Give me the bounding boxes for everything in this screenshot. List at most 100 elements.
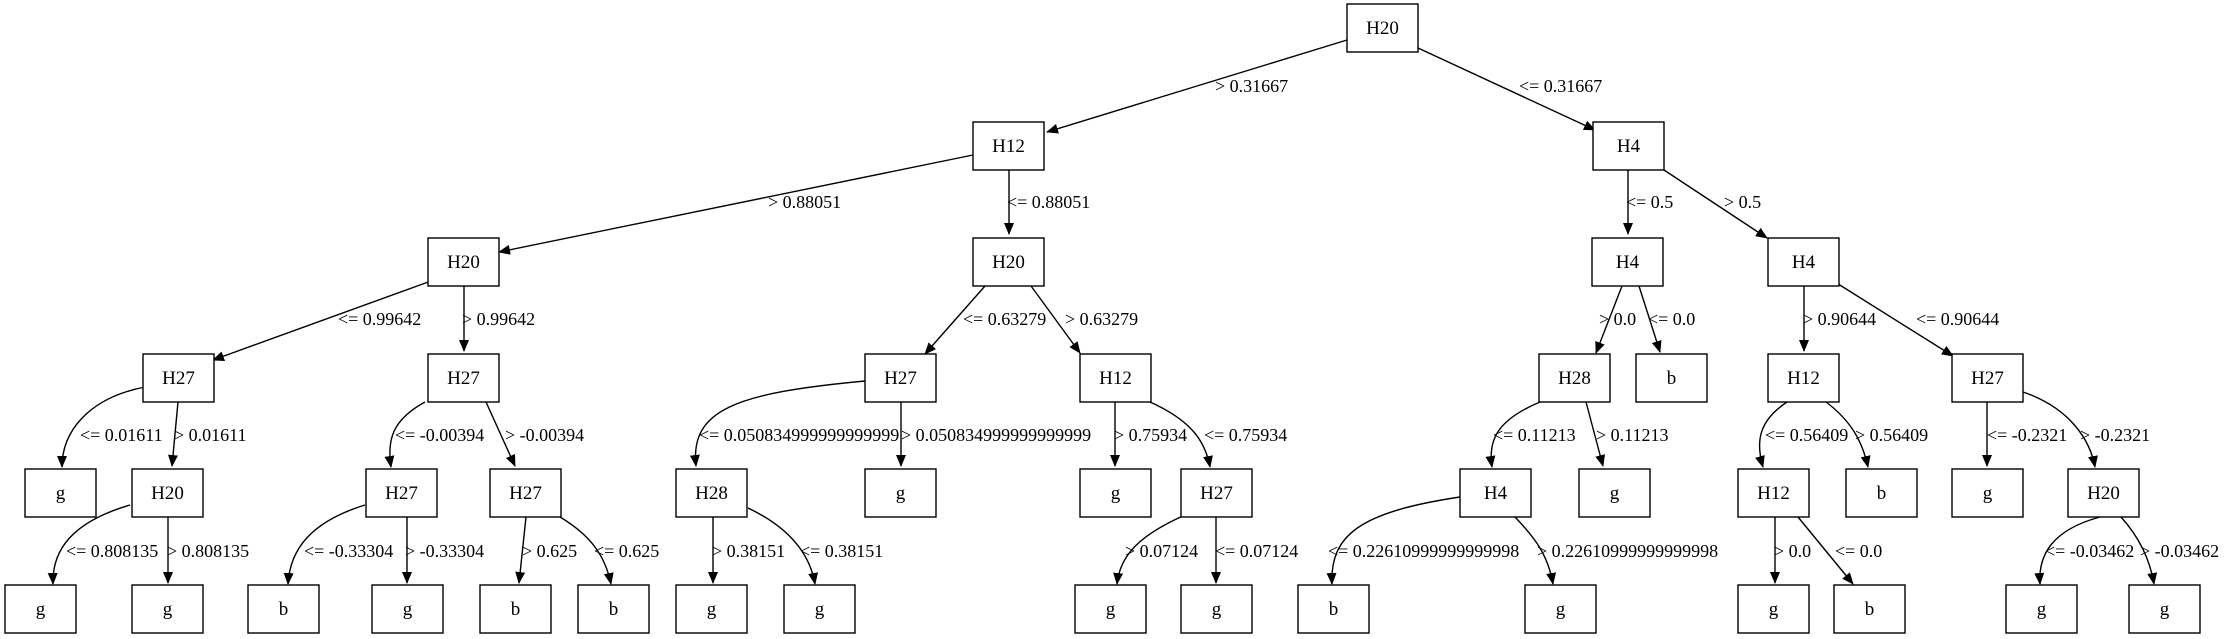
tree-edge: > -0.00394 <box>485 401 584 467</box>
edge-label: > 0.01611 <box>174 425 246 445</box>
node-label: g <box>403 599 413 620</box>
tree-edge: <= -0.03462 <box>2034 516 2134 585</box>
tree-node: H4 <box>1592 121 1665 171</box>
tree-node: g <box>1074 584 1147 634</box>
node-label: H20 <box>2087 483 2120 504</box>
tree-edge: <= 0.5 <box>1623 170 1673 235</box>
tree-edge: <= 0.050834999999999999 <box>689 380 899 467</box>
node-label: g <box>56 483 66 504</box>
edge-label: > 0.0 <box>1599 309 1636 329</box>
tree-node: H12 <box>972 121 1045 171</box>
node-label: b <box>1877 483 1887 504</box>
edge-label: <= 0.99642 <box>338 309 421 329</box>
edge-label: > 0.99642 <box>462 309 535 329</box>
node-label: g <box>2037 599 2047 620</box>
node-label: H28 <box>1558 368 1591 389</box>
node-label: g <box>707 599 717 620</box>
tree-edge: > 0.5 <box>1663 169 1768 239</box>
tree-edge: <= 0.38151 <box>747 507 883 585</box>
tree-node: g <box>1578 468 1651 518</box>
node-label: H27 <box>1971 368 2004 389</box>
node-label: g <box>2160 599 2170 620</box>
tree-node: H27 <box>142 353 215 403</box>
nodes: H20 H12 H4 H20 H20 H4 H4 H27 H27 H27 H12… <box>4 3 2201 634</box>
tree-node: H20 <box>2067 468 2140 518</box>
edge-label: <= 0.75934 <box>1204 425 1287 445</box>
edge-label: > 0.0 <box>1774 541 1811 561</box>
tree-edge: <= 0.75934 <box>1149 401 1287 468</box>
node-label: H27 <box>884 368 917 389</box>
tree-node: g <box>1951 468 2024 518</box>
tree-edge: <= 0.88051 <box>1004 170 1090 235</box>
node-label: H4 <box>1616 252 1640 273</box>
node-label: b <box>1865 599 1875 620</box>
tree-edge: <= 0.0 <box>1797 516 1882 585</box>
tree-edge: <= 0.11213 <box>1485 401 1576 468</box>
tree-node: H27 <box>489 468 562 518</box>
edge-label: <= 0.625 <box>594 541 659 561</box>
tree-node: H12 <box>1079 353 1152 403</box>
tree-edge: > 0.88051 <box>498 154 974 255</box>
tree-edge: <= 0.0 <box>1638 285 1695 353</box>
node-label: H12 <box>1787 368 1820 389</box>
node-label: H28 <box>695 483 728 504</box>
edge-label: <= 0.050834999999999999 <box>699 425 899 445</box>
tree-node: H28 <box>1538 353 1611 403</box>
tree-edge: > 0.808135 <box>163 517 249 584</box>
tree-edge: > 0.22610999999999998 <box>1514 516 1718 585</box>
edge-label: > 0.56409 <box>1855 425 1928 445</box>
node-label: H12 <box>1099 368 1132 389</box>
edges: > 0.31667 <= 0.31667 > 0.88051 <= 0.8805… <box>47 39 2219 585</box>
tree-node: g <box>864 468 937 518</box>
tree-node: g <box>1737 584 1810 634</box>
tree-edge: <= 0.22610999999999998 <box>1326 496 1519 585</box>
tree-node: H20 <box>427 237 500 287</box>
edge-label: > -0.00394 <box>505 425 584 445</box>
tree-node: b <box>1845 468 1918 518</box>
node-label: H27 <box>385 483 418 504</box>
tree-node: g <box>783 584 856 634</box>
tree-edge: > 0.625 <box>515 516 577 584</box>
tree-node: H4 <box>1767 237 1840 287</box>
tree-edge: > -0.2321 <box>2022 391 2150 468</box>
edge-label: > 0.625 <box>522 541 577 561</box>
tree-edge: > 0.75934 <box>1110 402 1187 467</box>
tree-node: H27 <box>1180 468 1253 518</box>
edge-label: <= 0.07124 <box>1215 541 1298 561</box>
tree-edge: <= 0.63279 <box>924 285 1046 355</box>
edge-label: <= 0.88051 <box>1007 192 1090 212</box>
tree-node: g <box>4 584 77 634</box>
tree-node: g <box>2128 584 2201 634</box>
edge-label: <= 0.11213 <box>1493 425 1576 445</box>
node-label: g <box>1111 483 1121 504</box>
edge-label: <= 0.90644 <box>1916 309 1999 329</box>
tree-node: b <box>1635 353 1708 403</box>
tree-edge: > 0.56409 <box>1825 401 1928 468</box>
tree-node: H28 <box>675 468 748 518</box>
tree-edge: > 0.0 <box>1595 285 1636 354</box>
node-label: H27 <box>509 483 542 504</box>
tree-edge: <= -0.33304 <box>283 504 393 585</box>
node-label: H12 <box>992 136 1025 157</box>
node-label: g <box>1556 599 1566 620</box>
edge-label: > 0.050834999999999999 <box>901 425 1091 445</box>
node-label: H4 <box>1484 483 1508 504</box>
edge-label: > 0.88051 <box>768 192 841 212</box>
edge-label: > -0.2321 <box>2080 425 2150 445</box>
tree-edge: <= 0.808135 <box>47 504 158 585</box>
edge-label: > -0.33304 <box>405 541 484 561</box>
tree-node: H4 <box>1591 237 1664 287</box>
tree-edge: > 0.90644 <box>1799 286 1876 352</box>
node-label: g <box>1983 483 1993 504</box>
edge-label: <= 0.22610999999999998 <box>1328 541 1519 561</box>
edge-label: <= 0.01611 <box>80 425 163 445</box>
tree-edge: <= 0.01611 <box>57 386 163 468</box>
tree-edge: <= -0.2321 <box>1982 402 2067 467</box>
edge-label: > 0.5 <box>1724 192 1761 212</box>
node-label: g <box>896 483 906 504</box>
tree-node: H12 <box>1767 353 1840 403</box>
tree-node: H27 <box>427 353 500 403</box>
tree-edge: > 0.050834999999999999 <box>896 402 1091 467</box>
tree-edge: > -0.03462 <box>2120 516 2219 585</box>
